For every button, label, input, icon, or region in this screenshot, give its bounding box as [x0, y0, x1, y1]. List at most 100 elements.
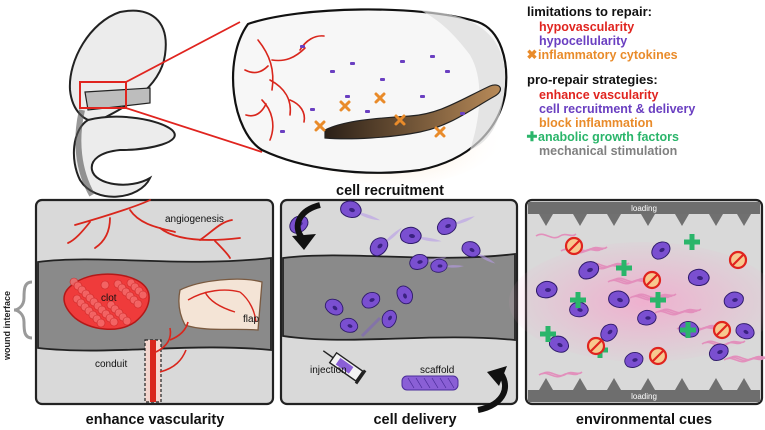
loading-arrows-top: [539, 214, 751, 226]
cell-icon: [569, 301, 589, 318]
injection-label: injection: [310, 365, 347, 376]
meniscus-zoom: [231, 8, 508, 185]
cell-icon: [430, 55, 435, 58]
strategies-title: pro-repair strategies:: [527, 72, 658, 87]
recruitment-arrowhead: [292, 234, 316, 250]
strategy-label: cell recruitment & delivery: [539, 102, 696, 116]
cell-icon: [310, 108, 315, 111]
flap-label: flap: [243, 314, 260, 325]
panel-title-cells: cell delivery: [373, 412, 456, 428]
conduit: conduit: [95, 321, 189, 403]
cell-icon: [624, 351, 644, 368]
loading-arrows-bottom: [539, 378, 751, 390]
scaffold-label: scaffold: [420, 365, 454, 376]
cell-icon: [637, 309, 657, 326]
injection-syringe: [322, 350, 367, 385]
wedge-cells: [280, 45, 465, 133]
cell-icon: [420, 95, 425, 98]
limitation-item: hypocellularity: [539, 34, 763, 48]
panel3-cells: [536, 241, 755, 368]
cell-icon: [340, 200, 381, 221]
cell-icon: [461, 241, 496, 264]
cell-icon: [735, 323, 755, 340]
panel-cells: injection scaffold: [279, 198, 519, 406]
cell-icon: [396, 285, 413, 305]
cell-recruitment-label: cell recruitment: [336, 183, 444, 199]
limitations-title: limitations to repair:: [527, 4, 652, 19]
scaffold: scaffold: [401, 365, 459, 391]
cell-icon: [350, 62, 355, 65]
growth-factor-icon: [616, 260, 632, 276]
cell-icon: [400, 60, 405, 63]
cell-icon: [330, 70, 335, 73]
angiogenesis-label: angiogenesis: [165, 214, 224, 225]
strategy-label: enhance vascularity: [539, 88, 659, 102]
no-inflammation-icon: [712, 320, 732, 340]
strategy-item: block inflammation: [539, 116, 763, 130]
limitation-item: ✖inflammatory cytokines: [527, 48, 763, 63]
zoom-line-top: [125, 21, 241, 83]
limitation-label: inflammatory cytokines: [538, 48, 678, 62]
cell-icon: [369, 227, 402, 257]
clot: clot: [63, 273, 150, 330]
strategy-item: cell recruitment & delivery: [539, 102, 763, 116]
meniscus-overview: [68, 9, 263, 198]
cell-icon: [345, 95, 350, 98]
block-inflammation-icons: [564, 236, 748, 366]
cytokine-icon: [314, 120, 326, 132]
meniscus-lower: [72, 115, 176, 198]
wedge-cytokines: [314, 92, 446, 138]
no-inflammation-icon: [728, 250, 748, 270]
cytokine-icon: ✖: [526, 47, 538, 62]
panel-vascularity: angiogenesis clot flap conduit: [34, 198, 275, 406]
cell-icon: [536, 281, 558, 299]
flap: flap: [178, 278, 263, 331]
growth-factor-icon: [680, 322, 696, 338]
no-inflammation-icon: [586, 336, 606, 356]
cell-icon: [324, 298, 344, 316]
cell-icon: [460, 112, 465, 115]
recruitment-arrow: [294, 202, 321, 240]
strategy-label: anabolic growth factors: [538, 130, 679, 144]
tear: [324, 84, 502, 140]
limitation-label: hypocellularity: [539, 34, 628, 48]
cell-icon: [445, 70, 450, 73]
meniscus-upper-cut: [84, 87, 151, 111]
cell-icon: [380, 78, 385, 81]
conduit-label: conduit: [95, 359, 127, 370]
zoom-box: [79, 81, 127, 109]
cell-icon: [600, 323, 618, 342]
wound-interface-bracket: [13, 280, 33, 340]
panel-environment: loading loading: [509, 198, 765, 406]
no-inflammation-icon: [648, 346, 668, 366]
cell-icon: [399, 226, 442, 245]
cytokine-icon: [434, 126, 446, 138]
loading-top-label: loading: [631, 204, 657, 213]
panel-title-environment: environmental cues: [576, 412, 712, 428]
limitation-item: hypovascularity: [539, 20, 763, 34]
cell-icon: [365, 110, 370, 113]
growth-factor-icon: [570, 292, 586, 308]
cell-icon: [436, 216, 475, 235]
no-inflammation-icon: [564, 236, 584, 256]
growth-factor-icon: ✚: [526, 129, 538, 144]
clot-texture: [69, 277, 148, 328]
strategy-label: block inflammation: [539, 116, 653, 130]
wedge-shading: [420, 10, 506, 150]
cell-icon: [687, 268, 710, 287]
cell-icon: [608, 290, 630, 308]
strategy-item: enhance vascularity: [539, 88, 763, 102]
cell-icon: [280, 130, 285, 133]
strategy-item: ✚anabolic growth factors: [527, 130, 763, 145]
no-inflammation-icon: [642, 270, 662, 290]
cell-icon: [381, 309, 397, 328]
cell-icon: [300, 45, 305, 48]
cell-icon: [548, 335, 570, 353]
cell-icon: [578, 261, 600, 280]
delivery-arrowhead: [487, 366, 507, 386]
cytokine-icon: [339, 100, 351, 112]
cytokine-icon: [394, 114, 406, 126]
wound-interface-label: wound interface: [2, 291, 12, 361]
